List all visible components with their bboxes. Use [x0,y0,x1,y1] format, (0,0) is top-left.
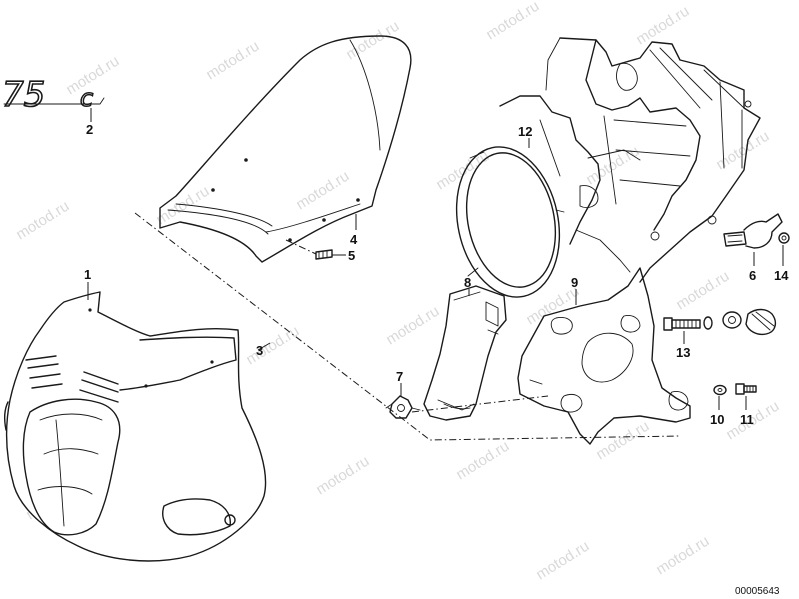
windshield-screw [315,249,333,260]
frame-structure [499,37,761,283]
callout-13: 13 [676,345,690,360]
watermark-text: motod.ru [313,453,372,499]
callout-5: 5 [348,248,355,263]
watermark-text: motod.ru [203,38,262,84]
emblem-suffix-text: c [80,84,93,112]
callout-7: 7 [396,369,403,384]
assembly-line [285,239,317,255]
assembly-line [411,395,549,413]
bracket-left [423,285,507,421]
callout-6: 6 [749,268,756,283]
watermark-text: motod.ru [453,438,512,484]
watermark-text: motod.ru [633,3,692,49]
watermark-text: motod.ru [653,533,712,579]
windshield [159,35,412,263]
emblem-main-text: 75 [2,75,45,115]
rubber-grommet [385,395,421,419]
assembly-line [134,212,681,441]
small-nut [778,232,790,244]
callout-3: 3 [256,343,263,358]
callout-9: 9 [571,275,578,290]
watermark-text: motod.ru [433,148,492,194]
watermark-text: motod.ru [293,168,352,214]
callout-2: 2 [86,122,93,137]
watermark-text: motod.ru [673,268,732,314]
bolt-assembly [663,308,777,336]
watermark-text: motod.ru [483,0,542,43]
watermark-text: motod.ru [533,538,592,584]
diagram-code: 00005643 [735,586,780,597]
emblem-75c: 75 c [1,74,105,116]
bracket-plate-right [517,267,691,445]
callout-14: 14 [774,268,789,283]
callout-1: 1 [84,267,91,282]
callout-8: 8 [464,275,471,290]
callout-10: 10 [710,412,724,427]
watermark-text: motod.ru [383,303,442,349]
watermark-text: motod.ru [13,198,72,244]
front-fairing [3,291,267,562]
screw [735,383,757,395]
watermark-text: motod.ru [243,323,302,369]
washer [713,384,727,396]
callout-12: 12 [518,124,532,139]
headlight-ring [455,146,565,298]
callout-4: 4 [350,232,358,247]
callout-11: 11 [740,412,754,427]
rubber-stop-bolt [723,213,783,249]
leader-line [257,342,271,351]
watermark-text: motod.ru [593,418,652,464]
watermark-text: motod.ru [343,18,402,64]
